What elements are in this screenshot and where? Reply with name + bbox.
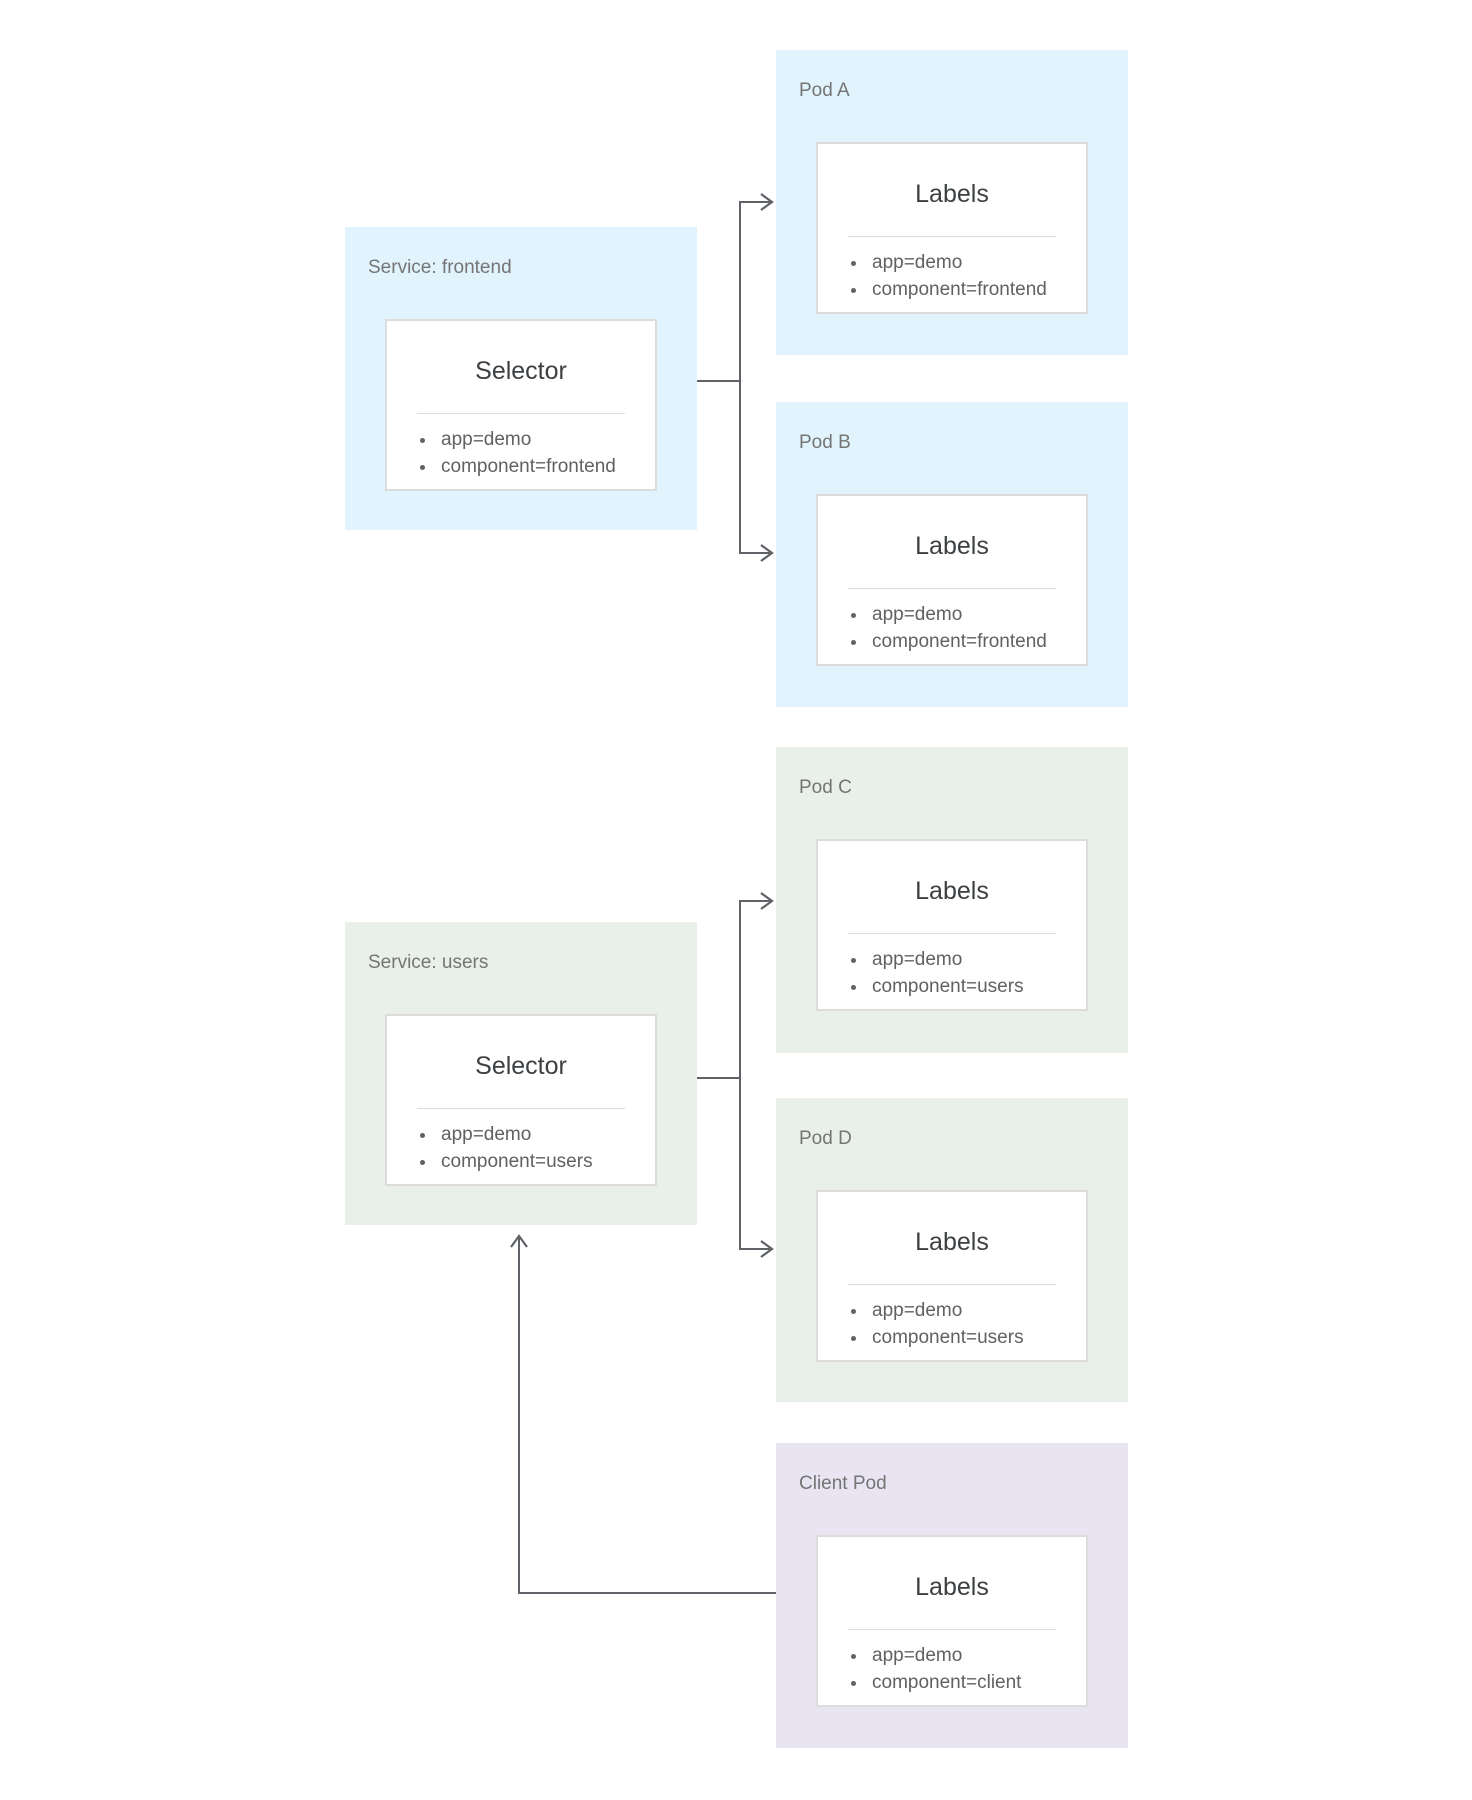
label-item: component=users [868, 973, 1078, 1000]
label-item: app=demo [868, 249, 1078, 276]
client-pod-labels-card: Labels app=demo component=client [816, 1535, 1088, 1707]
labels-item-list: app=demo component=client [818, 1642, 1086, 1696]
card-divider [848, 1629, 1056, 1630]
card-divider [417, 1108, 625, 1109]
selector-item: app=demo [437, 1121, 647, 1148]
labels-card-heading: Labels [915, 1573, 989, 1601]
labels-item-list: app=demo component=users [818, 946, 1086, 1000]
pod-a-title: Pod A [799, 80, 850, 101]
labels-card-heading: Labels [915, 877, 989, 905]
pod-d-title: Pod D [799, 1128, 852, 1149]
connector-users-to-pod-d [739, 1078, 774, 1258]
label-item: app=demo [868, 946, 1078, 973]
label-item: component=frontend [868, 628, 1078, 655]
labels-item-list: app=demo component=frontend [818, 249, 1086, 303]
pod-c-box: Pod C Labels app=demo component=users [776, 747, 1128, 1053]
service-users-box: Service: users Selector app=demo compone… [345, 922, 697, 1225]
selector-card-heading: Selector [475, 357, 567, 385]
labels-item-list: app=demo component=frontend [818, 601, 1086, 655]
service-users-selector-card: Selector app=demo component=users [385, 1014, 657, 1186]
pod-a-box: Pod A Labels app=demo component=frontend [776, 50, 1128, 355]
service-frontend-title: Service: frontend [368, 257, 512, 278]
selector-item: app=demo [437, 426, 647, 453]
service-frontend-box: Service: frontend Selector app=demo comp… [345, 227, 697, 530]
selector-item-list: app=demo component=users [387, 1121, 655, 1175]
labels-item-list: app=demo component=users [818, 1297, 1086, 1351]
pod-c-title: Pod C [799, 777, 852, 798]
labels-card-heading: Labels [915, 180, 989, 208]
service-users-title: Service: users [368, 952, 489, 973]
selector-card-heading: Selector [475, 1052, 567, 1080]
client-pod-box: Client Pod Labels app=demo component=cli… [776, 1443, 1128, 1748]
label-item: app=demo [868, 1642, 1078, 1669]
pod-c-labels-card: Labels app=demo component=users [816, 839, 1088, 1011]
card-divider [417, 413, 625, 414]
card-divider [848, 588, 1056, 589]
label-item: component=client [868, 1669, 1078, 1696]
client-pod-title: Client Pod [799, 1473, 887, 1494]
label-item: app=demo [868, 601, 1078, 628]
pod-b-labels-card: Labels app=demo component=frontend [816, 494, 1088, 666]
pod-b-box: Pod B Labels app=demo component=frontend [776, 402, 1128, 707]
selector-item: component=users [437, 1148, 647, 1175]
connector-client-pod-to-service-users [510, 1234, 776, 1594]
labels-card-heading: Labels [915, 532, 989, 560]
card-divider [848, 1284, 1056, 1285]
connector-frontend-to-pod-b [739, 381, 774, 562]
card-divider [848, 933, 1056, 934]
connector-users-to-pod-c [697, 892, 774, 1079]
pod-b-title: Pod B [799, 432, 851, 453]
service-frontend-selector-card: Selector app=demo component=frontend [385, 319, 657, 491]
connector-frontend-to-pod-a [697, 193, 774, 382]
selector-item-list: app=demo component=frontend [387, 426, 655, 480]
pod-d-box: Pod D Labels app=demo component=users [776, 1098, 1128, 1402]
labels-card-heading: Labels [915, 1228, 989, 1256]
label-item: component=frontend [868, 276, 1078, 303]
pod-a-labels-card: Labels app=demo component=frontend [816, 142, 1088, 314]
label-item: app=demo [868, 1297, 1078, 1324]
selector-item: component=frontend [437, 453, 647, 480]
label-item: component=users [868, 1324, 1078, 1351]
pod-d-labels-card: Labels app=demo component=users [816, 1190, 1088, 1362]
card-divider [848, 236, 1056, 237]
